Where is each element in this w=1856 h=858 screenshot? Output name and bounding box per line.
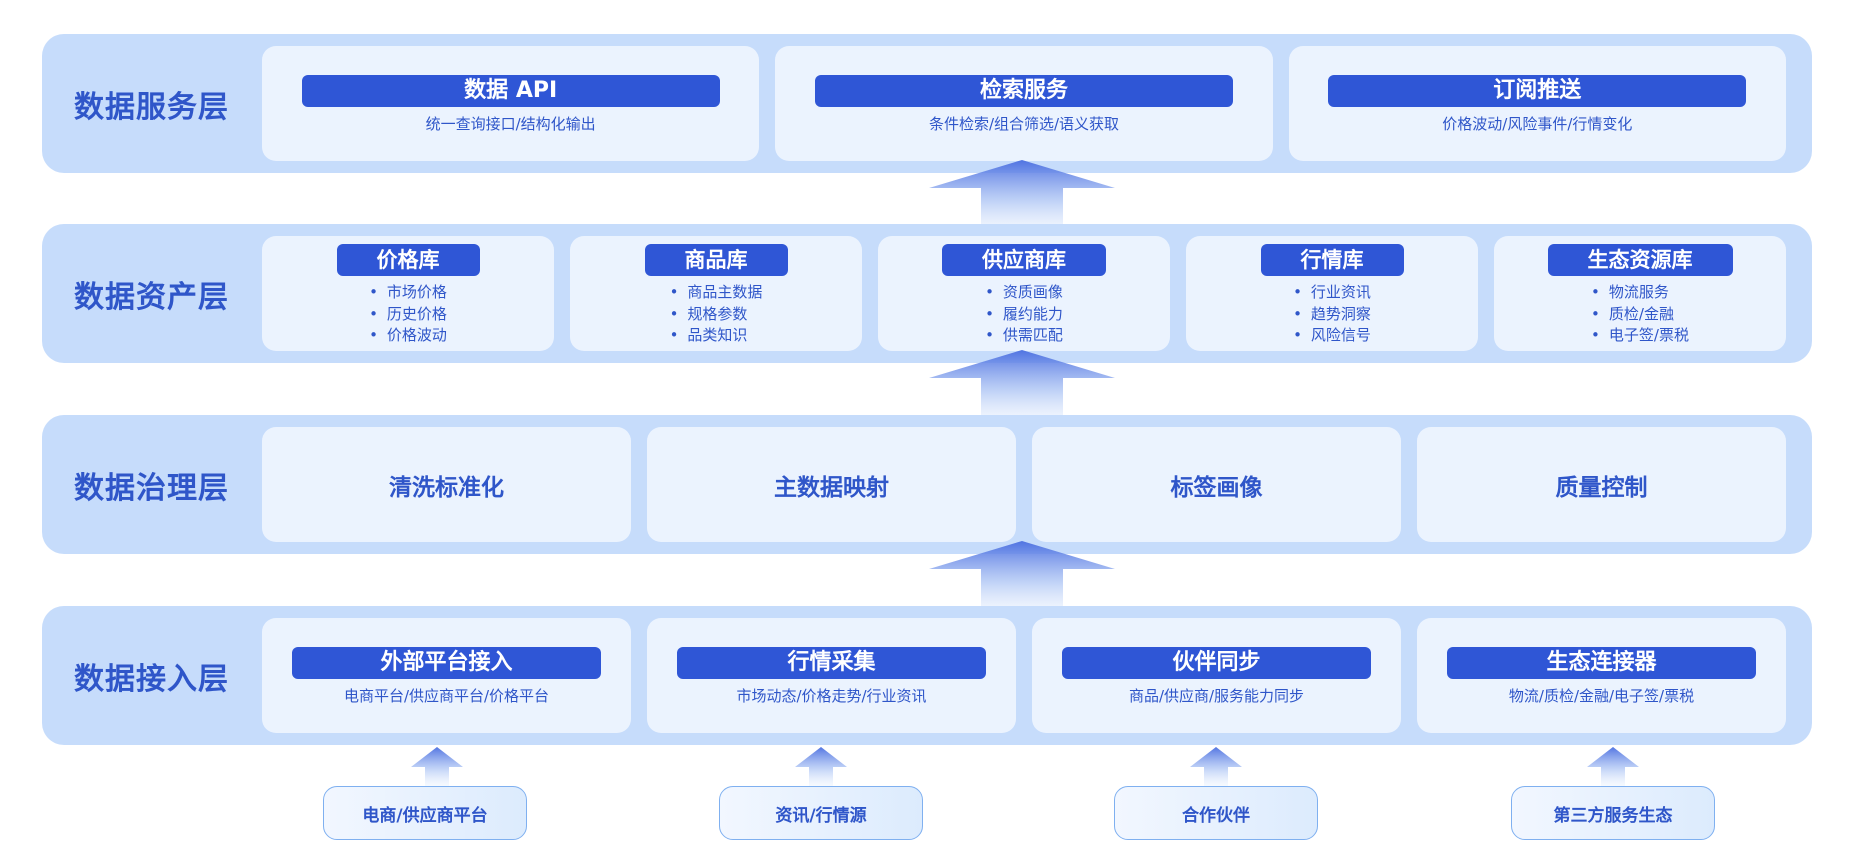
card-title: 订阅推送 [1328, 75, 1747, 107]
source-label: 资讯/行情源 [775, 805, 867, 826]
card-subscription-push[interactable]: 订阅推送 价格波动/风险事件/行情变化 [1288, 46, 1786, 161]
data-governance-layer: 数据治理层 清洗标准化 主数据映射 标签画像 质量控制 [42, 415, 1812, 554]
source-label: 电商/供应商平台 [362, 805, 488, 826]
card-external-platform-access[interactable]: 外部平台接入 电商平台/供应商平台/价格平台 [262, 618, 631, 733]
list-item: 履约能力 [985, 304, 1063, 326]
card-market-collection[interactable]: 行情采集 市场动态/价格走势/行业资讯 [647, 618, 1016, 733]
bullet-list: 市场价格 历史价格 价格波动 [369, 282, 447, 347]
card-desc: 条件检索/组合筛选/语义获取 [928, 115, 1120, 133]
card-desc: 市场动态/价格走势/行业资讯 [736, 687, 927, 705]
card-title: 标签画像 [1170, 474, 1263, 501]
up-arrow-icon [1190, 747, 1242, 787]
bullet-list: 资质画像 履约能力 供需匹配 [985, 282, 1063, 347]
up-arrow-icon [929, 160, 1115, 237]
card-title: 供应商库 [942, 244, 1106, 276]
card-title: 数据 API [301, 75, 720, 107]
list-item: 市场价格 [369, 282, 447, 304]
card-title: 生态连接器 [1446, 647, 1757, 679]
card-title: 主数据映射 [774, 474, 889, 501]
card-title: 生态资源库 [1547, 244, 1733, 276]
list-item: 风险信号 [1293, 325, 1371, 347]
card-search-service[interactable]: 检索服务 条件检索/组合筛选/语义获取 [775, 46, 1273, 161]
card-ecosystem-library[interactable]: 生态资源库 物流服务 质检/金融 电子签/票税 [1494, 236, 1786, 351]
list-item: 行业资讯 [1293, 282, 1371, 304]
card-title: 伙伴同步 [1061, 647, 1372, 679]
list-item: 电子签/票税 [1591, 325, 1689, 347]
card-title: 清洗标准化 [389, 474, 504, 501]
card-quality-control[interactable]: 质量控制 [1417, 427, 1786, 542]
layer-title: 数据接入层 [74, 661, 229, 697]
card-desc: 商品/供应商/服务能力同步 [1128, 687, 1305, 705]
data-access-layer: 数据接入层 外部平台接入 电商平台/供应商平台/价格平台 行情采集 市场动态/价… [42, 606, 1812, 745]
up-arrow-icon [929, 350, 1115, 427]
list-item: 物流服务 [1591, 282, 1689, 304]
source-ecommerce-supplier-platform[interactable]: 电商/供应商平台 [323, 786, 527, 840]
up-arrow-icon [411, 747, 463, 787]
card-supplier-library[interactable]: 供应商库 资质画像 履约能力 供需匹配 [878, 236, 1170, 351]
list-item: 历史价格 [369, 304, 447, 326]
bullet-list: 物流服务 质检/金融 电子签/票税 [1591, 282, 1689, 347]
card-cleansing-standardization[interactable]: 清洗标准化 [262, 427, 631, 542]
list-item: 品类知识 [670, 325, 763, 347]
source-partners[interactable]: 合作伙伴 [1114, 786, 1318, 840]
layer-title: 数据治理层 [74, 470, 229, 506]
card-title: 外部平台接入 [291, 647, 602, 679]
list-item: 趋势洞察 [1293, 304, 1371, 326]
card-desc: 物流/质检/金融/电子签/票税 [1508, 687, 1695, 705]
data-service-layer: 数据服务层 数据 API 统一查询接口/结构化输出 检索服务 条件检索/组合筛选… [42, 34, 1812, 173]
source-third-party-ecosystem[interactable]: 第三方服务生态 [1511, 786, 1715, 840]
card-market-library[interactable]: 行情库 行业资讯 趋势洞察 风险信号 [1186, 236, 1478, 351]
source-label: 合作伙伴 [1182, 805, 1250, 826]
card-desc: 统一查询接口/结构化输出 [425, 115, 596, 133]
source-label: 第三方服务生态 [1553, 805, 1673, 826]
list-item: 资质画像 [985, 282, 1063, 304]
list-item: 价格波动 [369, 325, 447, 347]
card-title: 检索服务 [815, 75, 1233, 107]
up-arrow-icon [795, 747, 847, 787]
bullet-list: 行业资讯 趋势洞察 风险信号 [1293, 282, 1371, 347]
card-data-api[interactable]: 数据 API 统一查询接口/结构化输出 [262, 46, 760, 161]
card-master-data-mapping[interactable]: 主数据映射 [647, 427, 1016, 542]
card-product-library[interactable]: 商品库 商品主数据 规格参数 品类知识 [570, 236, 862, 351]
data-assets-layer: 数据资产层 价格库 市场价格 历史价格 价格波动 商品库 商品主数据 规格参数 … [42, 224, 1812, 363]
list-item: 质检/金融 [1591, 304, 1689, 326]
bullet-list: 商品主数据 规格参数 品类知识 [670, 282, 763, 347]
card-ecosystem-connector[interactable]: 生态连接器 物流/质检/金融/电子签/票税 [1417, 618, 1786, 733]
up-arrow-icon [1587, 747, 1639, 787]
card-title: 商品库 [644, 244, 788, 276]
card-partner-sync[interactable]: 伙伴同步 商品/供应商/服务能力同步 [1032, 618, 1401, 733]
card-title: 行情采集 [676, 647, 987, 679]
list-item: 规格参数 [670, 304, 763, 326]
card-title: 行情库 [1260, 244, 1404, 276]
card-tag-profile[interactable]: 标签画像 [1032, 427, 1401, 542]
layer-title: 数据服务层 [74, 89, 229, 125]
card-desc: 电商平台/供应商平台/价格平台 [343, 687, 550, 705]
card-desc: 价格波动/风险事件/行情变化 [1442, 115, 1633, 133]
card-title: 质量控制 [1555, 474, 1648, 501]
card-title: 价格库 [336, 244, 480, 276]
list-item: 商品主数据 [670, 282, 762, 304]
card-price-library[interactable]: 价格库 市场价格 历史价格 价格波动 [262, 236, 554, 351]
up-arrow-icon [929, 541, 1115, 618]
source-news-market[interactable]: 资讯/行情源 [719, 786, 923, 840]
layer-title: 数据资产层 [74, 279, 229, 315]
list-item: 供需匹配 [985, 325, 1063, 347]
